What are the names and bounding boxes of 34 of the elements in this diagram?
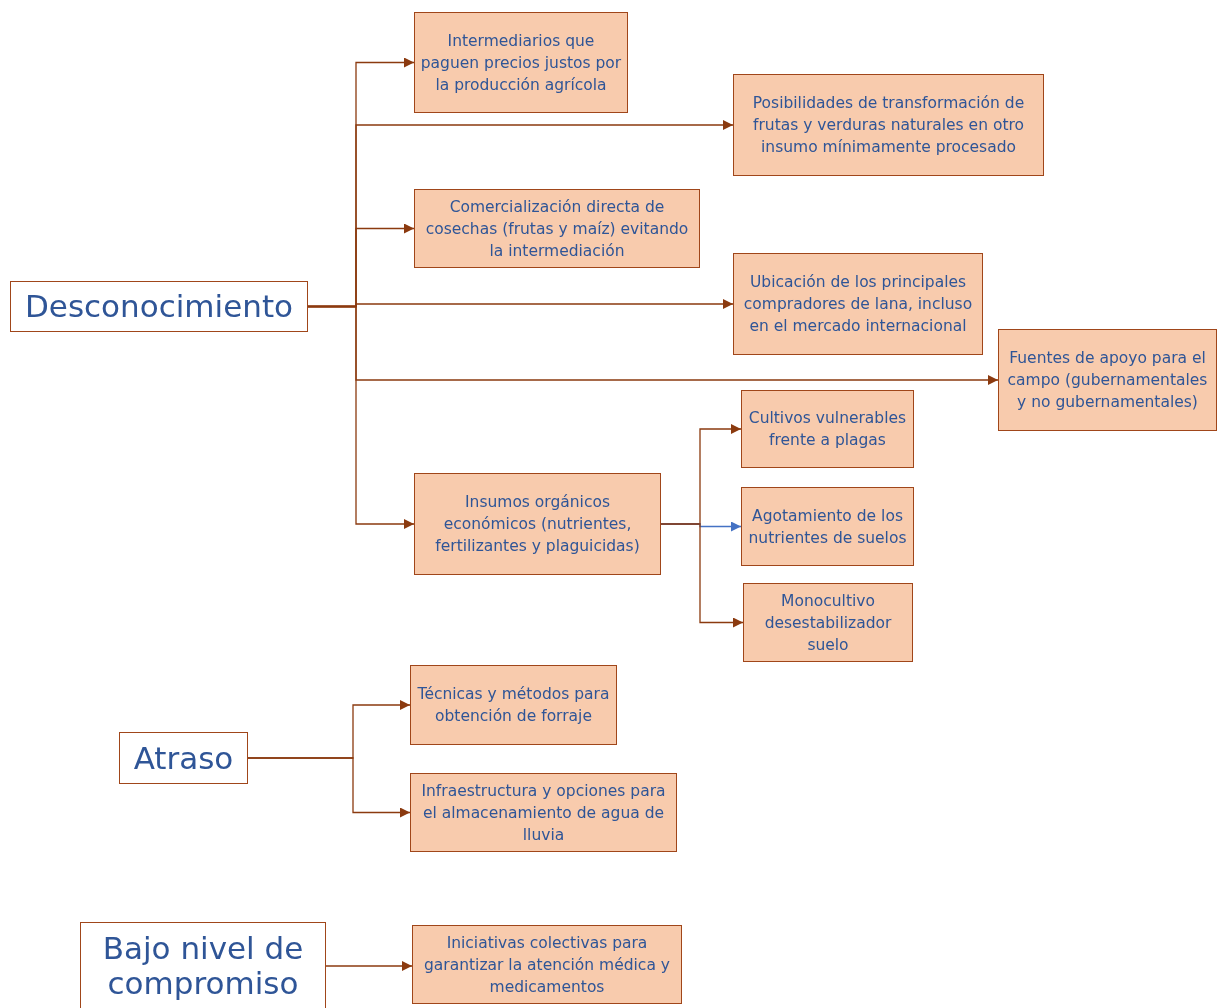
category-box	[119, 732, 248, 784]
factor-box	[741, 390, 914, 468]
box-text: Cultivos vulnerables frente a plagas	[747, 408, 908, 451]
factor-box	[741, 487, 914, 566]
box-text: Intermediarios que paguen precios justos por la producción agrícola	[419, 30, 623, 96]
box-text: Posibilidades de transformación de frutas y verduras naturales en otro insumo mínimamente procesado	[751, 93, 1026, 158]
factor-box	[412, 925, 682, 1004]
factor-box	[414, 473, 661, 575]
category-box	[80, 922, 326, 1008]
box-text: Infraestructura y opciones para el almacenamiento de agua de lluvia	[420, 780, 667, 846]
factor-box	[414, 189, 700, 268]
box-text: Comercialización directa de cosechas (frutas y maíz) evitando la intermediación	[424, 196, 690, 262]
box-text: Iniciativas colectivas para garantizar la atención médica y medicamentos	[423, 932, 671, 998]
box-text: Agotamiento de los nutrientes de suelos	[747, 505, 908, 549]
category-box	[10, 281, 308, 332]
box-text: Atraso	[133, 740, 234, 776]
factor-box	[998, 329, 1217, 431]
box-text: Insumos orgánicos económicos (nutrientes, fertilizantes y plaguicidas)	[434, 492, 641, 557]
arrow	[660, 523, 744, 628]
box-text: Bajo nivel de compromiso	[101, 931, 305, 1001]
box-text: Técnicas y métodos para obtención de forraje	[416, 684, 611, 727]
factor-box	[743, 583, 913, 662]
arrow	[325, 961, 413, 971]
arrow	[307, 305, 415, 529]
factor-box	[410, 665, 617, 745]
box-text: Monocultivo desestabilizador suelo	[763, 590, 893, 656]
factor-box	[733, 253, 983, 355]
box-text: Desconocimiento	[25, 289, 293, 324]
box-text: Ubicación de los principales compradores de lana, incluso en el mercado internacional	[742, 272, 974, 337]
arrow	[247, 757, 411, 818]
factor-box	[733, 74, 1044, 176]
factor-box	[410, 773, 677, 852]
factor-box	[414, 12, 628, 113]
box-text: Fuentes de apoyo para el campo (gubernamentales y no gubernamentales)	[1006, 348, 1209, 413]
